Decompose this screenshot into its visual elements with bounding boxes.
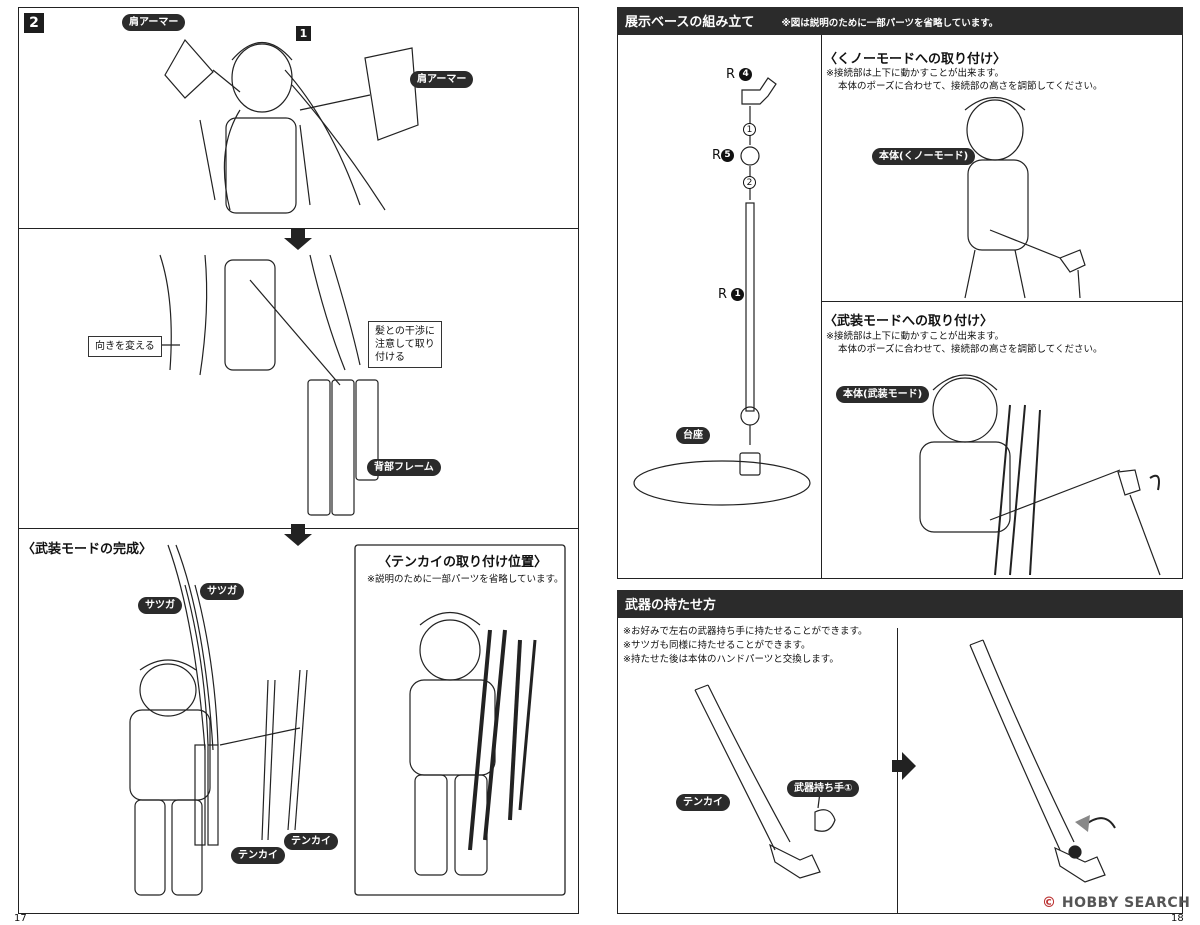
stand-diagram — [633, 77, 811, 506]
display-base-hdivider — [821, 301, 1183, 302]
label-turn-direction: 向きを変える — [88, 336, 162, 357]
part-r1-label: R 1 — [718, 287, 745, 302]
right-arrow — [892, 752, 916, 780]
label-shoulder-armor-left: 肩アーマー — [122, 14, 186, 31]
part-r4-label: R 4 — [726, 67, 753, 82]
display-base-title: 展示ベースの組み立て — [625, 15, 755, 30]
watermark: © HOBBY SEARCH — [1042, 895, 1190, 911]
figure-back-frame — [159, 254, 379, 516]
sub-step-badge: 1 — [296, 26, 311, 41]
label-body-armed: 本体(武装モード) — [836, 386, 930, 403]
weapons-note-3: ※持たせた後は本体のハンドパーツと交換します。 — [623, 654, 839, 665]
watermark-mark: © — [1042, 895, 1057, 911]
weapons-title: 武器の持たせ方 — [625, 598, 717, 613]
page-number-left: 17 — [14, 913, 27, 924]
armed-note-2: 本体のポーズに合わせて、接続部の高さを調節してください。 — [838, 344, 1103, 355]
part-r4-number: 4 — [739, 68, 753, 81]
figure-armed-mount — [919, 374, 1161, 576]
label-body-kunoichi: 本体(くノーモード) — [872, 148, 976, 165]
part-r1-number: 1 — [731, 288, 745, 301]
figure-armed-complete — [129, 544, 308, 896]
part-r5-letter: R — [712, 148, 722, 163]
part-r1-letter: R — [718, 287, 728, 302]
figure-tenkai-before — [694, 684, 836, 879]
kunoichi-note-2: 本体のポーズに合わせて、接続部の高さを調節してください。 — [838, 81, 1103, 92]
kunoichi-note-1: ※接続部は上下に動かすことが出来ます。 — [826, 68, 1005, 79]
label-tenkai-weapon: テンカイ — [676, 794, 730, 811]
label-shoulder-armor-right: 肩アーマー — [410, 71, 474, 88]
weapons-note-1: ※お好みで左右の武器持ち手に持たせることができます。 — [623, 626, 868, 637]
kunoichi-heading: 〈くノーモードへの取り付け〉 — [824, 52, 1007, 67]
step-number-badge: 2 — [24, 13, 44, 33]
page-number-right: 18 — [1171, 913, 1184, 924]
left-page-frame — [18, 7, 579, 914]
armed-complete-heading: 〈武装モードの完成〉 — [22, 542, 153, 557]
step-1-number: 1 — [743, 123, 756, 136]
label-weapon-hand: 武器持ち手① — [787, 780, 860, 797]
watermark-brand: HOBBY SEARCH — [1061, 895, 1191, 911]
figure-tenkai-after — [969, 639, 1116, 883]
step-1-marker: 1 — [743, 119, 756, 138]
armed-heading: 〈武装モードへの取り付け〉 — [824, 314, 994, 329]
figure-kunoichi-mount — [964, 97, 1086, 299]
figure-tenkai-position — [409, 612, 537, 876]
tenkai-position-note: ※説明のために一部パーツを省略しています。 — [367, 574, 564, 585]
step-2-number: 2 — [743, 176, 756, 189]
label-satsuga-2: サツガ — [200, 583, 244, 600]
weapons-note-2: ※サツガも同様に持たせることができます。 — [623, 640, 811, 651]
display-base-vdivider — [821, 35, 822, 579]
part-r4-letter: R — [726, 67, 736, 82]
label-tenkai-1: テンカイ — [231, 847, 285, 864]
armed-note-1: ※接続部は上下に動かすことが出来ます。 — [826, 331, 1005, 342]
label-back-frame: 背部フレーム — [367, 459, 441, 476]
part-r5-number: 5 — [721, 149, 735, 162]
figure-shoulder-assembly — [164, 38, 419, 214]
down-arrow-2 — [284, 524, 312, 546]
label-satsuga-1: サツガ — [138, 597, 182, 614]
label-base: 台座 — [676, 427, 710, 444]
tenkai-position-heading: 〈テンカイの取り付け位置〉 — [378, 555, 548, 570]
down-arrow-1 — [284, 228, 312, 250]
step-2-marker: 2 — [743, 172, 756, 191]
display-base-title-bar: 展示ベースの組み立て ※図は説明のために一部パーツを省略しています。 — [617, 7, 1183, 35]
label-hair-note: 髪との干渉に 注意して取り 付ける — [368, 321, 442, 368]
weapons-title-bar: 武器の持たせ方 — [617, 590, 1183, 618]
display-base-subtitle: ※図は説明のために一部パーツを省略しています。 — [781, 18, 999, 29]
tenkai-position-box — [354, 544, 566, 896]
label-tenkai-2: テンカイ — [284, 833, 338, 850]
